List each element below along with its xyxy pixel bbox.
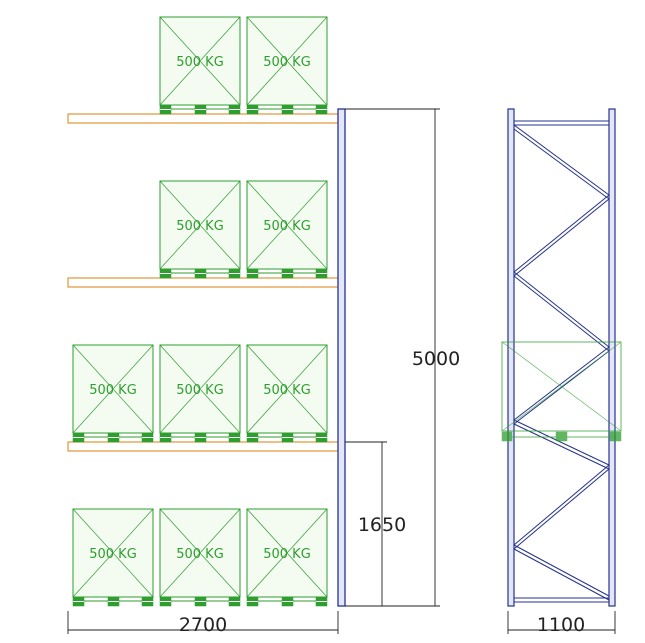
pallet-box-diagonal [72,508,154,598]
pallet-weight-label: 500 KG [263,383,311,398]
front-upright [337,108,346,607]
frame-diagonal-brace [513,346,610,421]
pallet-weight-label: 500 KG [176,55,224,70]
frame-diagonal-brace [513,468,610,550]
frame-diagonal-brace [513,194,610,273]
shelf-beam [67,277,339,288]
pallet-load: 500 KG [159,344,241,443]
first-beam-height-dimension: 1650 [358,514,406,536]
side-pallet-block [609,431,622,442]
pallet-weight-label: 500 KG [176,547,224,562]
dimension-lines [67,108,616,634]
pallet-box-diagonal [246,344,328,434]
frame-diagonal-brace [513,275,610,352]
pallet-box-diagonal [159,508,241,598]
pallet-loads: 500 KG 500 KG 500 KG 500 KG 500 KG 500 KG 500 … [72,16,328,607]
pallet-weight-label: 500 KG [176,383,224,398]
frame-diagonal-brace [513,124,610,196]
pallet-load: 500 KG [159,508,241,607]
pallet-box-diagonal [159,344,241,434]
pallet-box-diagonal [246,508,328,598]
side-pallet-block [501,431,513,442]
side-pallet-diagonal [501,341,622,432]
pallet-load: 500 KG [246,16,328,115]
side-upright-left [507,108,515,607]
pallet-box-diagonal [159,180,241,270]
pallet-weight-label: 500 KG [89,547,137,562]
pallet-load: 500 KG [246,180,328,279]
frame-diagonal-brace [513,128,610,200]
pallet-load: 500 KG [159,180,241,279]
pallet-box-diagonal [246,180,328,270]
side-upright-right [608,108,616,607]
side-pallet-load [501,341,622,442]
side-pallet-block [555,431,568,442]
pallet-weight-label: 500 KG [263,55,311,70]
total-height-dimension: 5000 [412,348,460,370]
frame-diagonal-brace [513,271,610,348]
bay-width-dimension: 2700 [179,614,227,636]
pallet-load: 500 KG [246,508,328,607]
pallet-weight-label: 500 KG [176,219,224,234]
side-frame-view [501,108,622,607]
frame-diagonal-brace [513,419,610,466]
pallet-load: 500 KG [159,16,241,115]
pallet-weight-label: 500 KG [89,383,137,398]
shelf-beam [67,113,339,124]
pallet-box-diagonal [246,16,328,106]
pallet-weight-label: 500 KG [263,547,311,562]
pallet-weight-label: 500 KG [263,219,311,234]
pallet-box-diagonal [72,344,154,434]
frame-depth-dimension: 1100 [537,614,585,636]
pallet-box-diagonal [159,16,241,106]
frame-diagonal-brace [513,198,610,277]
side-pallet-box [501,341,622,432]
shelf-beam [67,441,339,452]
frame-diagonal-brace [513,464,610,546]
frame-diagonal-brace [513,544,610,597]
frame-diagonal-brace [513,548,610,601]
upright-post [337,108,346,607]
pallet-load: 500 KG [72,344,154,443]
pallet-load: 500 KG [72,508,154,607]
pallet-load: 500 KG [246,344,328,443]
